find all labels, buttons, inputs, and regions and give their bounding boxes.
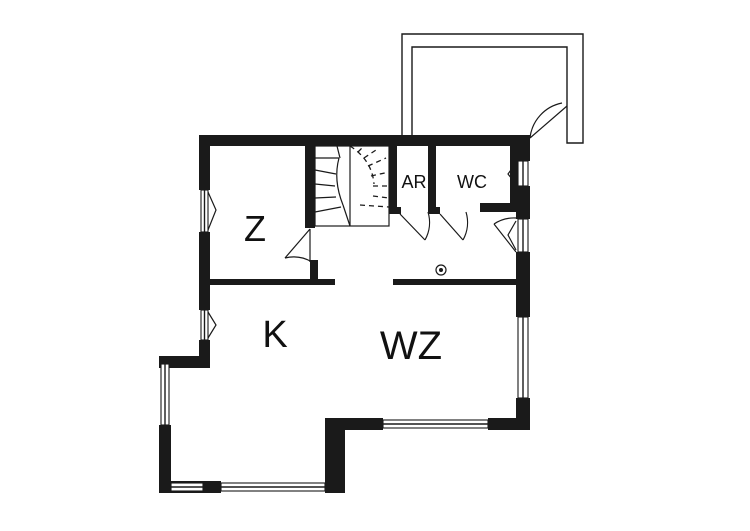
doors: [284, 211, 517, 263]
terrace: [401, 33, 584, 144]
terrace-door: [529, 102, 568, 139]
room-label-k: K: [262, 314, 287, 356]
interior-walls: [210, 146, 518, 285]
room-label-ar: AR: [401, 172, 426, 192]
room-label-wz: WZ: [380, 324, 442, 368]
staircase: [314, 145, 390, 227]
room-label-wc: WC: [457, 172, 487, 192]
fixture-icon: [435, 264, 447, 276]
room-label-z: Z: [244, 208, 266, 249]
windows: [160, 160, 529, 492]
